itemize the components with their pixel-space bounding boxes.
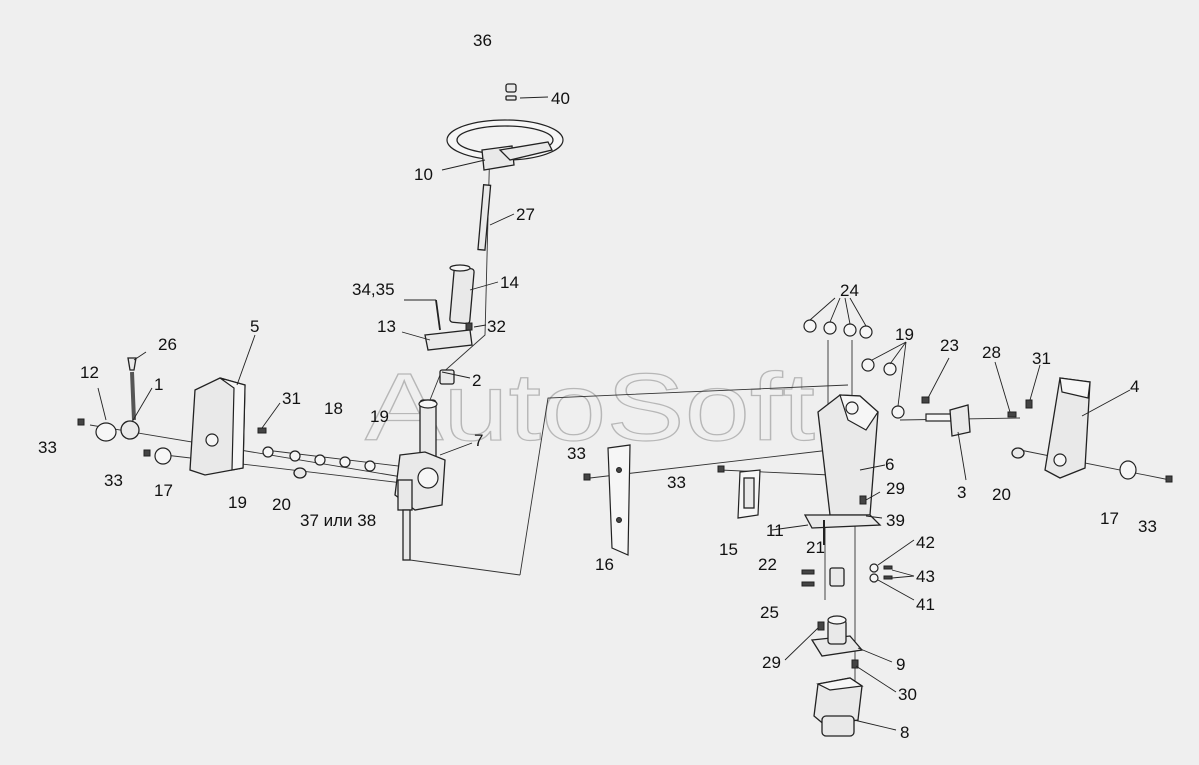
callout-30: 30 xyxy=(898,685,917,704)
callout-20-left: 20 xyxy=(272,495,291,514)
bracket-4 xyxy=(1044,377,1091,479)
callout-10: 10 xyxy=(414,165,433,184)
callout-16: 16 xyxy=(595,555,614,574)
callout-15: 15 xyxy=(719,540,738,559)
callout-23: 23 xyxy=(940,336,959,355)
callout-42: 42 xyxy=(916,533,935,552)
callout-43: 43 xyxy=(916,567,935,586)
callout-33-left-a: 33 xyxy=(38,438,57,457)
callout-28: 28 xyxy=(982,343,1001,362)
callout-40: 40 xyxy=(551,89,570,108)
callout-6: 6 xyxy=(885,455,894,474)
callout-26: 26 xyxy=(158,335,177,354)
bolt-23 xyxy=(921,396,930,404)
lever-1 xyxy=(120,371,140,440)
bushing-12 xyxy=(95,422,117,442)
callout-29-upper: 29 xyxy=(886,479,905,498)
knob-26 xyxy=(127,357,137,371)
callout-7: 7 xyxy=(474,431,483,450)
bracket-5 xyxy=(189,377,246,476)
washers-19-right xyxy=(861,358,905,419)
steering-shaft xyxy=(477,184,492,251)
cap-17-right xyxy=(1119,460,1137,480)
steering-column xyxy=(394,399,446,561)
bolt-33-mid-b xyxy=(717,465,725,473)
bolt-33-mid-a xyxy=(583,473,591,481)
leader-lines xyxy=(97,96,1131,731)
callout-33-left-b: 33 xyxy=(104,471,123,490)
callout-27: 27 xyxy=(516,205,535,224)
callout-37-or-38: 37 или 38 xyxy=(300,511,376,530)
bolt-30 xyxy=(851,659,859,669)
gasket-15 xyxy=(737,469,761,519)
callout-17-right: 17 xyxy=(1100,509,1119,528)
bolt-31-left xyxy=(257,427,267,434)
nuts-41-42-43 xyxy=(869,563,893,583)
bolt-33-right xyxy=(1165,475,1173,483)
callout-20-right: 20 xyxy=(992,485,1011,504)
callout-21: 21 xyxy=(806,538,825,557)
callout-33-mid-b: 33 xyxy=(667,473,686,492)
callout-11: 11 xyxy=(766,521,784,540)
coupling-25 xyxy=(829,567,845,587)
callout-13: 13 xyxy=(377,317,396,336)
callout-34-35: 34,35 xyxy=(352,280,395,299)
callout-12: 12 xyxy=(80,363,99,382)
pedestal-6 xyxy=(803,394,882,529)
flange-9 xyxy=(810,615,864,657)
bolt-33-left-b xyxy=(143,449,151,457)
callout-33-mid-a: 33 xyxy=(567,444,586,463)
callout-25: 25 xyxy=(760,603,779,622)
callout-32: 32 xyxy=(487,317,506,336)
callout-8: 8 xyxy=(900,723,909,742)
shaft-tube xyxy=(449,264,475,325)
cap-17-left xyxy=(154,447,172,465)
callout-24: 24 xyxy=(840,281,859,300)
callout-36: 36 xyxy=(473,31,492,50)
rings-24 xyxy=(803,319,873,339)
callout-4: 4 xyxy=(1130,377,1139,396)
callout-22: 22 xyxy=(758,555,777,574)
bolt-29-upper xyxy=(859,495,867,505)
bolt-28 xyxy=(1007,411,1017,418)
washers-left xyxy=(262,446,376,472)
bolt-31-right xyxy=(1025,399,1033,409)
callout-31-left: 31 xyxy=(282,389,301,408)
callout-19-right: 19 xyxy=(895,325,914,344)
callout-5: 5 xyxy=(250,317,259,336)
callout-41: 41 xyxy=(916,595,935,614)
screw-32 xyxy=(465,322,473,331)
bolt-29-lower xyxy=(817,621,825,631)
nut-20-left xyxy=(293,467,307,479)
nut-20-right xyxy=(1011,447,1025,459)
callout-3: 3 xyxy=(957,483,966,502)
plate-16 xyxy=(607,444,631,556)
shaft-3 xyxy=(925,404,971,437)
callout-31-right: 31 xyxy=(1032,349,1051,368)
washer-40 xyxy=(505,95,517,101)
callout-labels: 36 40 10 27 14 34,35 32 13 2 7 5 26 12 1… xyxy=(38,31,1157,742)
bracket-13 xyxy=(424,329,473,351)
callout-29-lower: 29 xyxy=(762,653,781,672)
callout-39: 39 xyxy=(886,511,905,530)
callout-9: 9 xyxy=(896,655,905,674)
callout-19-left-upper: 19 xyxy=(370,407,389,426)
callout-18: 18 xyxy=(324,399,343,418)
hydraulic-unit-8 xyxy=(813,677,864,737)
steering-wheel xyxy=(446,119,564,171)
callout-33-right: 33 xyxy=(1138,517,1157,536)
callout-17-left: 17 xyxy=(154,481,173,500)
callout-19-left-lower: 19 xyxy=(228,493,247,512)
callout-1: 1 xyxy=(154,375,163,394)
nut-36 xyxy=(505,83,517,93)
bolt-33-left-a xyxy=(77,418,85,426)
callout-2: 2 xyxy=(472,371,481,390)
pin-34-35 xyxy=(435,299,441,331)
callout-14: 14 xyxy=(500,273,519,292)
bolts-22 xyxy=(801,569,815,587)
